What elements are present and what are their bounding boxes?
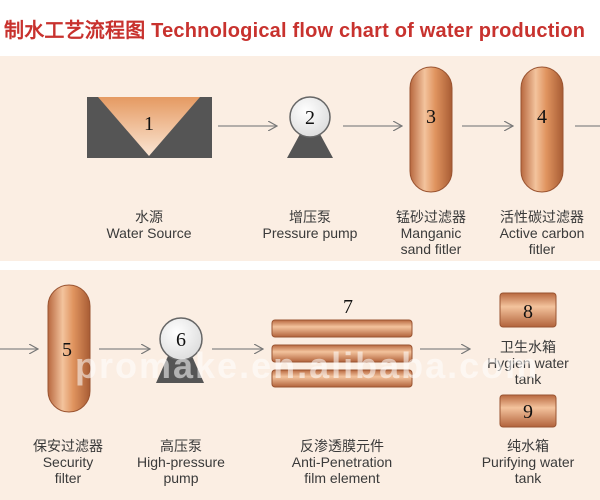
step-label-5-en: Security xyxy=(42,454,94,470)
step-label-1-en: Water Source xyxy=(106,225,192,241)
step-label-8-en: Hygien water xyxy=(487,355,569,371)
step-label-7-en: Anti-Penetration xyxy=(291,454,393,470)
step-label-4-en2: fitler xyxy=(528,241,556,257)
step-label-5-cn: 保安过滤器 xyxy=(33,438,103,454)
pressure-pump-icon xyxy=(287,96,333,158)
step-label-7: 反渗透膜元件 Anti-Penetration film element xyxy=(277,438,407,486)
step-label-4: 活性碳过滤器 Active carbon fitler xyxy=(492,209,592,257)
step-label-9: 纯水箱 Purifying water tank xyxy=(473,438,583,486)
step-label-2-cn: 增压泵 xyxy=(289,209,331,225)
step-label-8-cn: 卫生水箱 xyxy=(500,339,556,355)
step-label-6: 高压泵 High-pressure pump xyxy=(126,438,236,486)
step-number-3: 3 xyxy=(426,106,436,128)
step-number-8: 8 xyxy=(523,301,533,323)
diagram-title: 制水工艺流程图 Technological flow chart of wate… xyxy=(4,20,586,42)
step-label-7-en2: film element xyxy=(304,470,380,486)
step-label-4-en: Active carbon xyxy=(499,225,585,241)
step-number-7: 7 xyxy=(343,296,353,318)
carbon-filter-icon xyxy=(520,66,564,193)
step-label-2-en: Pressure pump xyxy=(262,225,358,241)
step-label-1: 水源 Water Source xyxy=(99,209,199,241)
step-label-2: 增压泵 Pressure pump xyxy=(255,209,365,241)
step-label-5-en2: filter xyxy=(54,470,82,486)
step-label-9-cn: 纯水箱 xyxy=(507,438,549,454)
step-label-3: 锰砂过滤器 Manganic sand fitler xyxy=(385,209,477,257)
step-label-3-en2: sand fitler xyxy=(400,241,462,257)
purifying-tank-icon xyxy=(499,394,557,428)
step-label-8: 卫生水箱 Hygien water tank xyxy=(478,339,578,387)
hygien-tank-icon xyxy=(499,292,557,328)
step-number-5: 5 xyxy=(62,339,72,361)
step-label-3-en: Manganic xyxy=(400,225,462,241)
step-number-4: 4 xyxy=(537,106,547,128)
step-label-6-en2: pump xyxy=(163,470,199,486)
high-pressure-pump-icon xyxy=(156,317,204,383)
watermark: promake.en.alibaba.com xyxy=(75,345,540,386)
step-number-2: 2 xyxy=(305,107,315,129)
step-label-4-cn: 活性碳过滤器 xyxy=(500,209,584,225)
step-label-8-en2: tank xyxy=(514,371,542,387)
step-label-3-cn: 锰砂过滤器 xyxy=(396,209,466,225)
step-label-7-cn: 反渗透膜元件 xyxy=(300,438,384,454)
step-number-1: 1 xyxy=(144,113,154,135)
ro-membrane-icon xyxy=(271,319,413,388)
step-label-9-en2: tank xyxy=(514,470,542,486)
security-filter-icon xyxy=(47,284,91,413)
step-label-6-en: High-pressure xyxy=(137,454,225,470)
step-number-9: 9 xyxy=(523,401,533,423)
flow-panel-top xyxy=(0,56,600,261)
step-label-9-en: Purifying water xyxy=(481,454,575,470)
water-source-icon xyxy=(87,97,212,158)
step-number-6: 6 xyxy=(176,329,186,351)
step-label-6-cn: 高压泵 xyxy=(160,438,202,454)
step-label-1-cn: 水源 xyxy=(135,209,163,225)
manganic-filter-icon xyxy=(409,66,453,193)
step-label-5: 保安过滤器 Security filter xyxy=(18,438,118,486)
